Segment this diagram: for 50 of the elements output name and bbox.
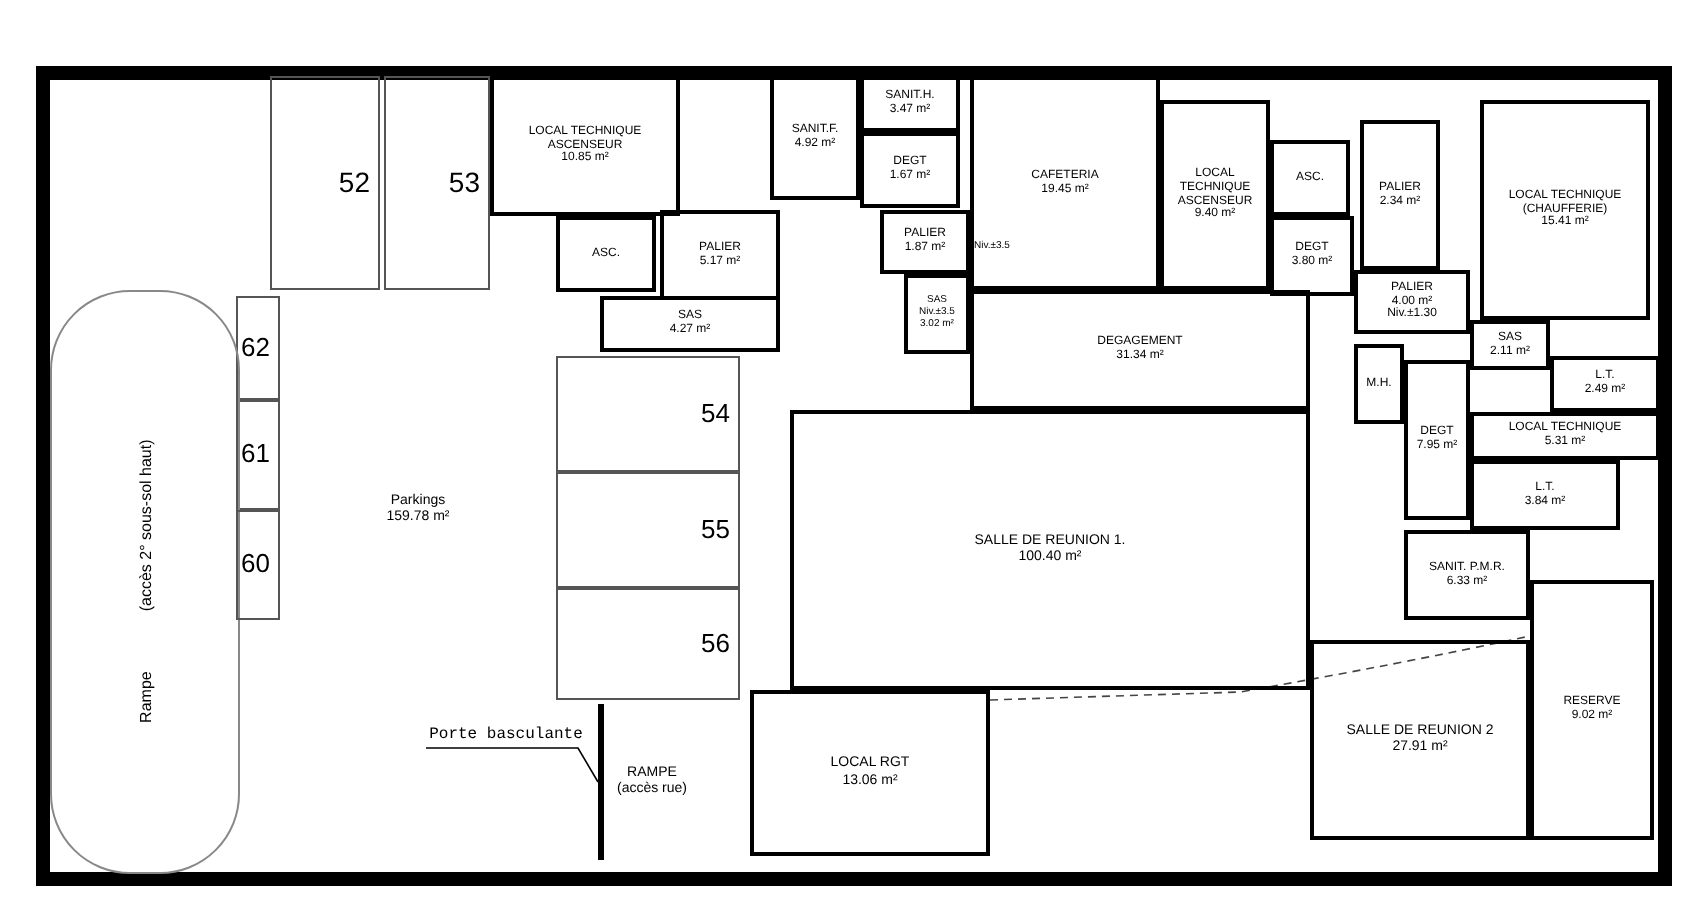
room-outline	[660, 210, 780, 300]
room-outline	[1160, 100, 1270, 290]
room-outline	[1270, 216, 1354, 296]
parking-space-number: 53	[448, 166, 480, 200]
room-outline	[790, 410, 1310, 690]
parking-space-number: 60	[241, 550, 270, 580]
room-outline	[1354, 344, 1404, 424]
room-outline	[1404, 530, 1530, 620]
parking-space	[556, 472, 740, 588]
parking-space	[556, 588, 740, 700]
room-outline	[880, 210, 970, 274]
ramp-lane	[50, 290, 240, 874]
room-outline	[904, 274, 970, 354]
room-outline	[1270, 140, 1350, 216]
room-outline	[556, 216, 656, 292]
room-name: Rampe	[135, 672, 155, 724]
room-outline	[750, 690, 990, 856]
parking-space	[556, 356, 740, 472]
room-detail: (accès 2° sous-sol haut)	[135, 440, 155, 613]
parking-space-number: 61	[241, 440, 270, 470]
parking-space-number: 56	[701, 629, 730, 659]
parking-space-number: 55	[701, 515, 730, 545]
room-outline	[970, 76, 1160, 290]
room-outline	[1470, 412, 1660, 460]
room-outline	[860, 76, 960, 132]
parking-space-number: 52	[338, 166, 370, 200]
room-outline	[970, 290, 1310, 410]
room-outline	[1470, 460, 1620, 530]
parking-space	[236, 400, 280, 510]
room-outline	[1530, 580, 1654, 840]
room-outline	[1360, 120, 1440, 270]
room-outline	[1470, 320, 1550, 370]
parking-space	[384, 76, 490, 290]
leader-line	[425, 747, 599, 783]
parking-space-number: 54	[701, 399, 730, 429]
room-outline	[1310, 640, 1530, 840]
room-outline	[770, 76, 860, 200]
room-outline	[1550, 356, 1660, 412]
room-outline	[1404, 360, 1470, 520]
room-outline	[860, 132, 960, 208]
room-outline	[1480, 100, 1650, 320]
parking-space	[236, 296, 280, 400]
parking-space	[236, 510, 280, 620]
room-outline	[490, 76, 680, 216]
parking-space-number: 62	[241, 333, 270, 363]
tilting-door	[598, 704, 604, 860]
parking-space	[270, 76, 380, 290]
room-outline	[600, 296, 780, 352]
callout-text: Porte basculante	[429, 726, 583, 746]
room-outline	[1354, 270, 1470, 334]
